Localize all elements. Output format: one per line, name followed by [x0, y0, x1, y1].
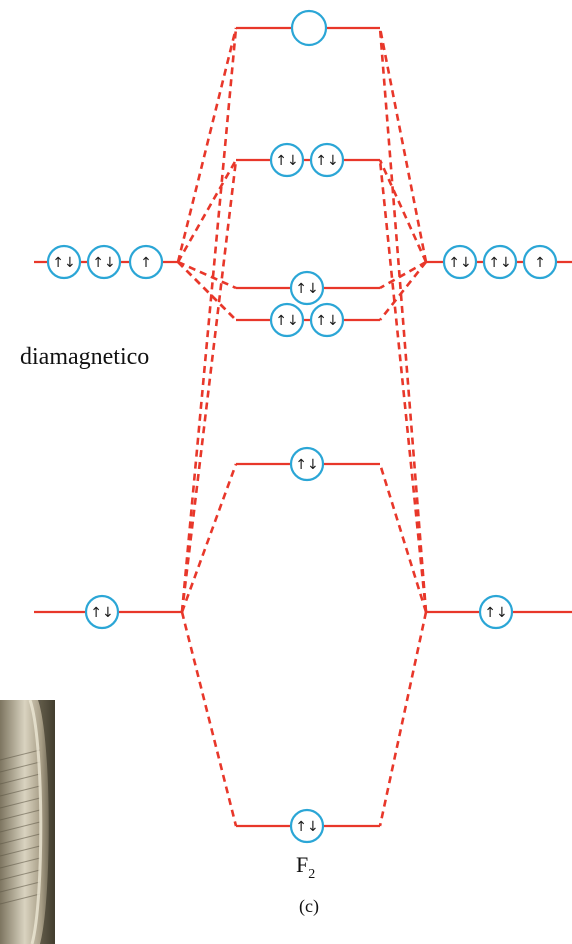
electron-spin-label: ↑ — [534, 255, 546, 271]
molecule-formula: F2 — [296, 852, 315, 882]
electron-spin-label: ↑ — [140, 255, 152, 271]
molecule-symbol: F — [296, 852, 308, 877]
molecule-subscript: 2 — [308, 867, 315, 882]
sigma-2s-orbital — [289, 808, 325, 844]
magnetism-label: diamagnetico — [20, 344, 149, 370]
energy-levels — [34, 26, 572, 828]
sigma-star-2p-orbital — [290, 9, 328, 47]
panel-label: (c) — [299, 896, 319, 917]
right-2s-orbital — [478, 594, 514, 630]
right-2p-orbital — [442, 244, 478, 280]
electron-spin-label: ↑↓ — [92, 255, 115, 271]
pi-star-2p-orbital — [269, 142, 305, 178]
correlation-lines — [176, 27, 428, 827]
electron-spin-label: ↑↓ — [295, 457, 318, 473]
pi-2p-orbital — [309, 302, 345, 338]
electron-spin-label: ↑↓ — [484, 605, 507, 621]
sigma-star-2s-orbital — [289, 446, 325, 482]
electron-spin-label: ↑↓ — [275, 313, 298, 329]
electron-spin-label: ↑↓ — [295, 819, 318, 835]
electron-spin-label: ↑↓ — [315, 153, 338, 169]
left-2s-orbital — [84, 594, 120, 630]
electron-spin-label: ↑↓ — [448, 255, 471, 271]
left-2p-orbital — [46, 244, 82, 280]
left-2p-orbital — [128, 244, 164, 280]
sigma-2p-orbital — [289, 270, 325, 306]
orbital-boxes: ↑↓ ↑↓ ↑ ↑↓ ↑↓ ↑ ↑↓ ↑↓ ↑↓ ↑↓ ↑↓ ↑↓ ↑↓ ↑↓ ↑↓ — [46, 9, 558, 844]
pi-2p-orbital — [269, 302, 305, 338]
right-2p-orbital — [482, 244, 518, 280]
electron-spin-label: ↑↓ — [315, 313, 338, 329]
electron-spin-label: ↑↓ — [52, 255, 75, 271]
electron-spin-label: ↑↓ — [275, 153, 298, 169]
electron-spin-label: ↑↓ — [295, 281, 318, 297]
metal-coil-photo — [0, 700, 55, 944]
right-2p-orbital — [522, 244, 558, 280]
pi-star-2p-orbital — [309, 142, 345, 178]
left-2p-orbital — [86, 244, 122, 280]
electron-spin-label: ↑↓ — [90, 605, 113, 621]
electron-spin-label: ↑↓ — [488, 255, 511, 271]
